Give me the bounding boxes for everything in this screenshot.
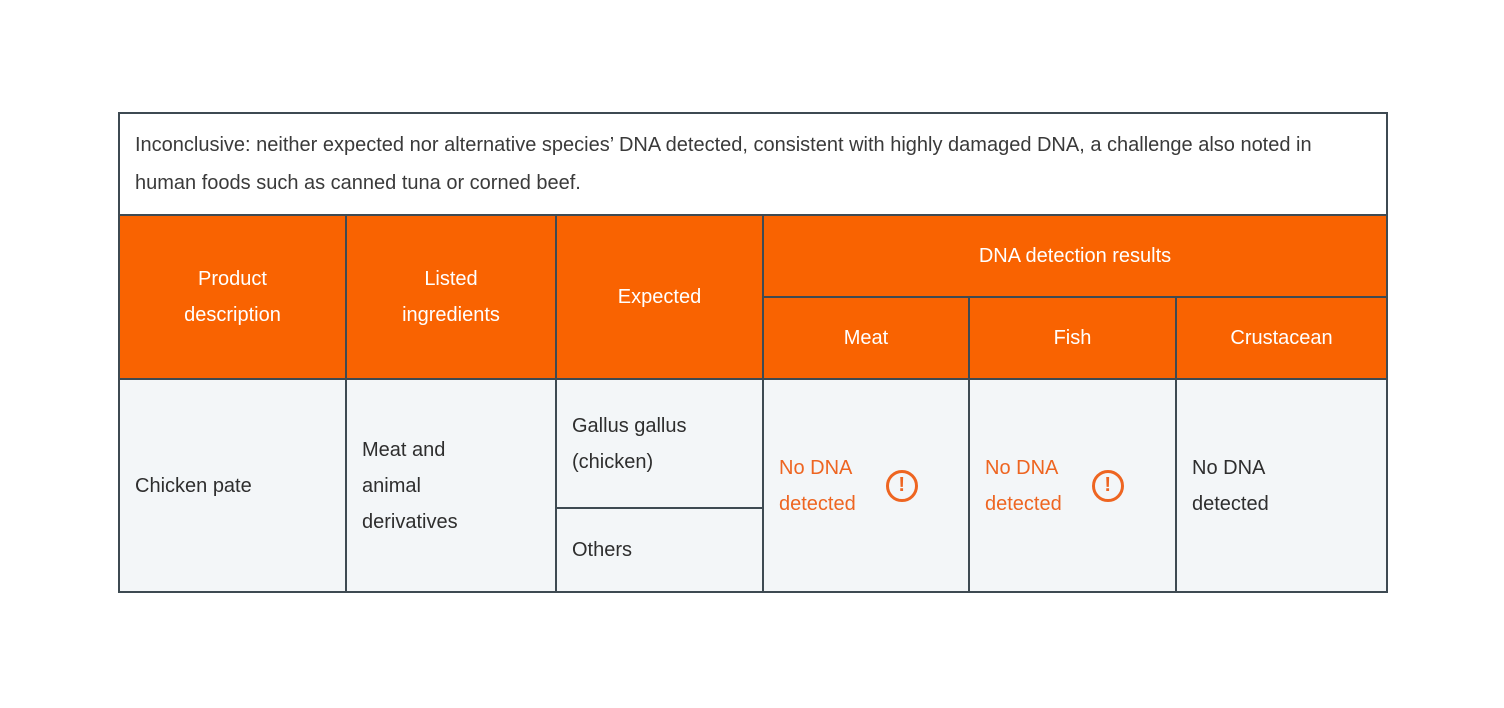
- header-listed-ingredients: Listed ingredients: [345, 214, 557, 380]
- cell-meat-result: No DNA detected !: [762, 378, 970, 593]
- cell-crustacean-result: No DNA detected: [1174, 378, 1389, 593]
- inconclusive-note: Inconclusive: neither expected nor alter…: [117, 112, 1389, 216]
- cell-product-description: Chicken pate: [118, 378, 347, 593]
- crustacean-result-text: No DNA detected: [1192, 456, 1269, 515]
- fish-result-text: No DNA detected: [985, 456, 1062, 515]
- warning-exclamation-icon: !: [1091, 469, 1124, 502]
- dna-results-table: Inconclusive: neither expected nor alter…: [117, 112, 1389, 593]
- crustacean-result-content: No DNA detected: [1192, 450, 1374, 522]
- meat-result-content: No DNA detected !: [779, 450, 956, 522]
- cell-expected-secondary: Others: [555, 507, 764, 593]
- cell-expected-primary: Gallus gallus (chicken): [555, 378, 764, 509]
- fish-result-content: No DNA detected !: [985, 450, 1163, 522]
- header-expected: Expected: [555, 214, 764, 380]
- header-crustacean: Crustacean: [1174, 296, 1389, 380]
- dna-results-report: Inconclusive: neither expected nor alter…: [117, 112, 1389, 593]
- cell-listed-ingredients: Meat and animal derivatives: [345, 378, 557, 593]
- warning-glyph: !: [1104, 474, 1112, 496]
- header-dna-detection-results: DNA detection results: [761, 214, 1389, 298]
- cell-fish-result: No DNA detected !: [968, 378, 1177, 593]
- header-meat: Meat: [762, 296, 970, 380]
- warning-glyph: !: [898, 474, 906, 496]
- header-fish: Fish: [968, 296, 1177, 380]
- warning-exclamation-icon: !: [885, 469, 918, 502]
- meat-result-text: No DNA detected: [779, 456, 856, 515]
- header-product-description: Product description: [118, 214, 347, 380]
